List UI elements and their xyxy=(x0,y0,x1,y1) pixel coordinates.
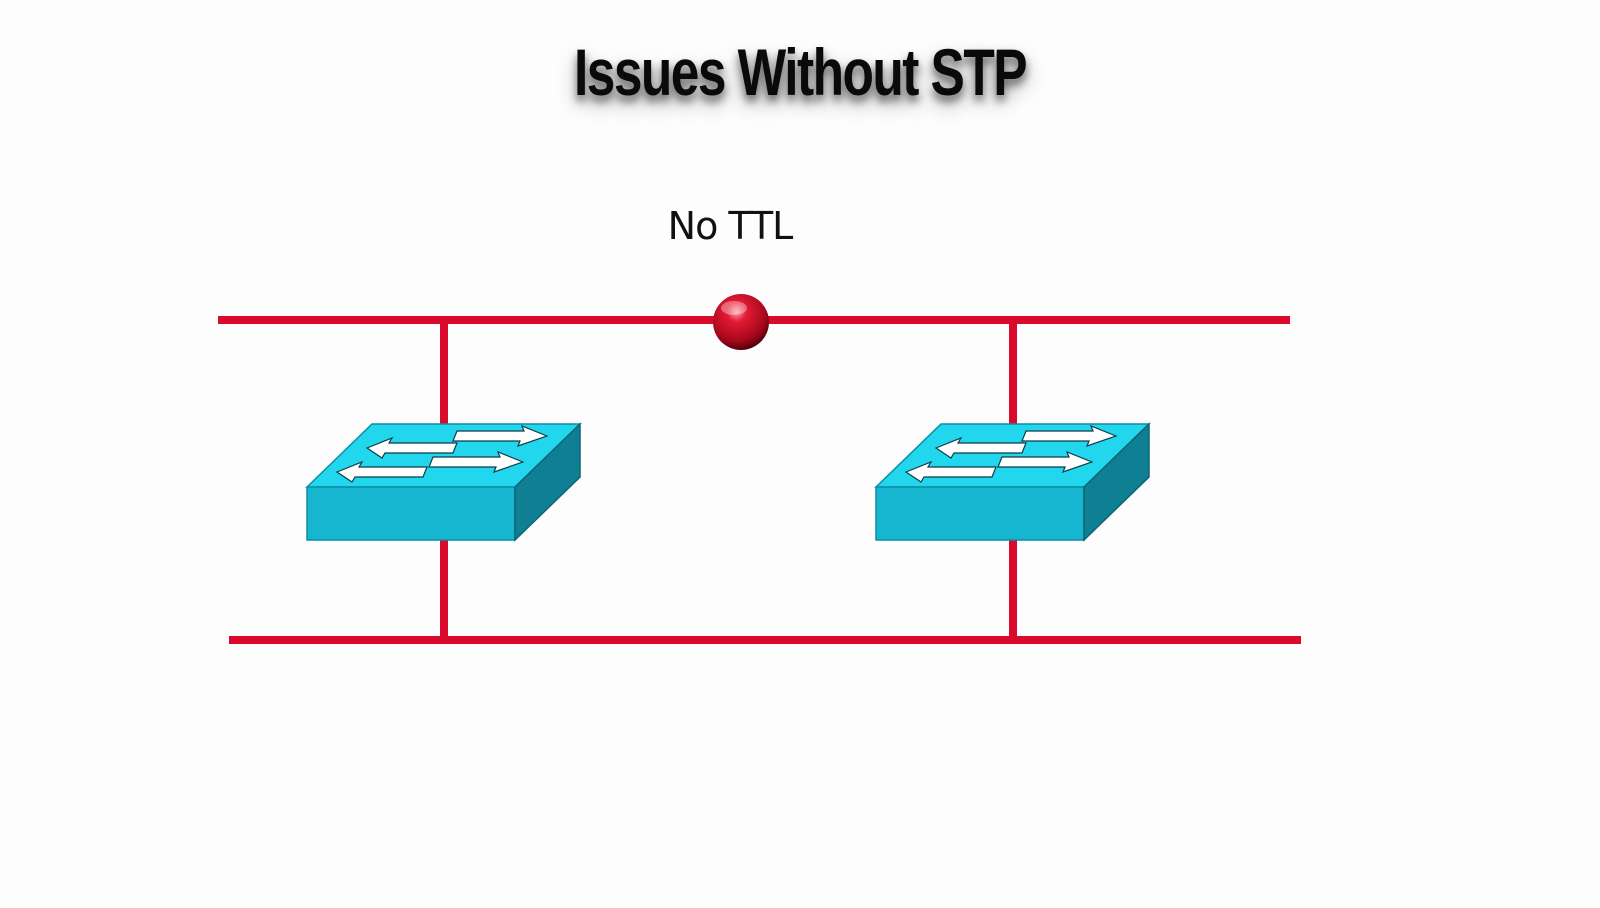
switch-icon xyxy=(305,422,582,542)
right-switch-uplink xyxy=(1009,324,1017,424)
left-switch-downlink xyxy=(440,538,448,638)
switch-icon xyxy=(874,422,1151,542)
packet-highlight xyxy=(721,301,747,315)
left-switch-uplink xyxy=(440,324,448,424)
switch-left xyxy=(305,422,582,542)
bottom-segment xyxy=(229,636,1301,644)
switch-right xyxy=(874,422,1151,542)
page-title: Issues Without STP xyxy=(574,35,1028,109)
right-switch-downlink xyxy=(1009,538,1017,638)
packet-icon xyxy=(713,294,769,350)
packet xyxy=(713,294,769,350)
packet-label: No TTL xyxy=(667,204,794,248)
